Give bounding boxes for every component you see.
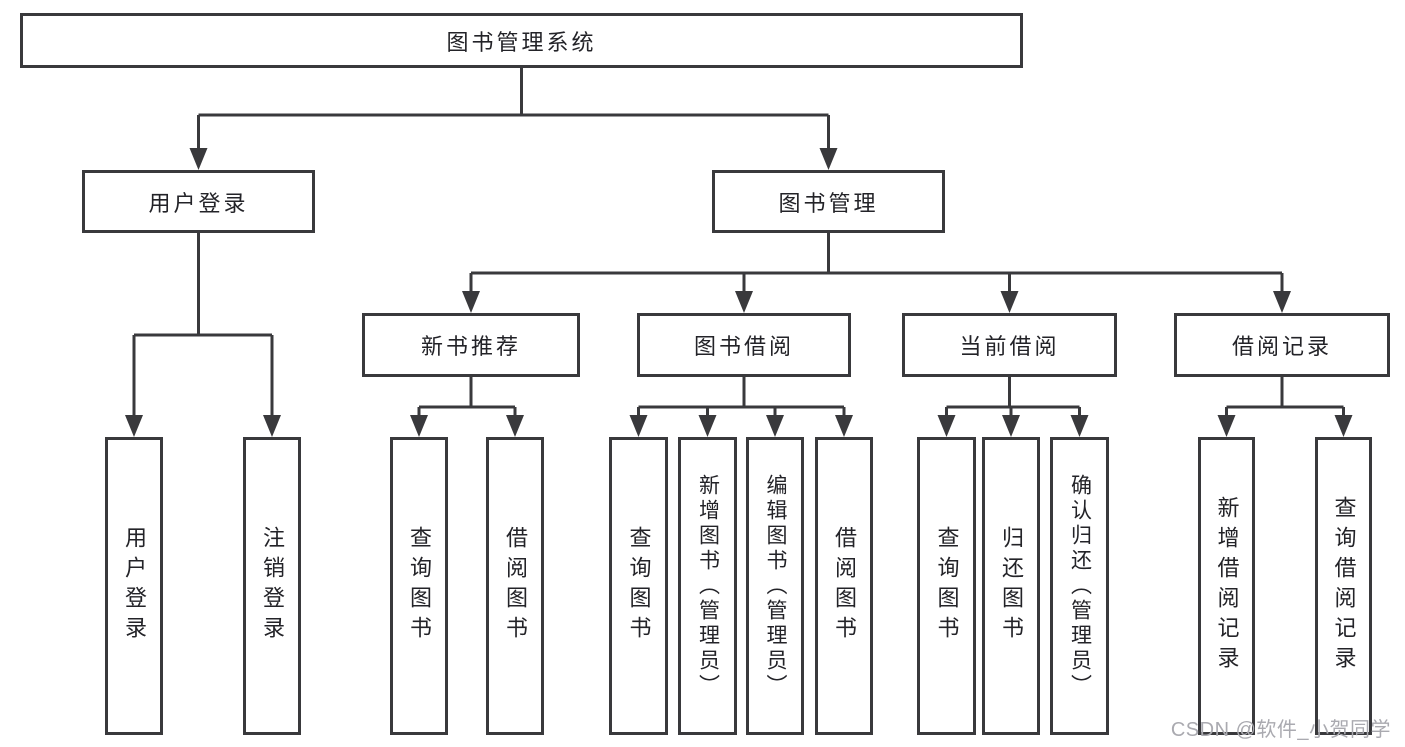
leaf-recommend-query-book: 查询图书 xyxy=(390,437,448,735)
connector-lines xyxy=(132,68,1345,420)
csdn-watermark: CSDN @软件_小贺同学 xyxy=(1170,719,1391,741)
leaf-query-borrow-record: 查询借阅记录 xyxy=(1315,437,1372,735)
leaf-confirm-return-admin: 确认归还（管理员） xyxy=(1050,437,1109,735)
node-borrow-records: 借阅记录 xyxy=(1174,313,1390,377)
leaf-borrow-query-book: 查询图书 xyxy=(609,437,668,735)
leaf-user-login: 用户登录 xyxy=(105,437,163,735)
leaf-return-book: 归还图书 xyxy=(982,437,1040,735)
leaf-add-borrow-record: 新增借阅记录 xyxy=(1198,437,1255,735)
arrowhead-icons xyxy=(125,148,1353,437)
node-new-book-recommend: 新书推荐 xyxy=(362,313,580,377)
node-root-system: 图书管理系统 xyxy=(20,13,1023,68)
leaf-edit-book-admin: 编辑图书（管理员） xyxy=(746,437,804,735)
leaf-borrow-borrow-book: 借阅图书 xyxy=(815,437,873,735)
leaf-recommend-borrow-book: 借阅图书 xyxy=(486,437,544,735)
node-book-borrow: 图书借阅 xyxy=(637,313,851,377)
node-current-borrow: 当前借阅 xyxy=(902,313,1117,377)
leaf-logout: 注销登录 xyxy=(243,437,301,735)
node-book-management: 图书管理 xyxy=(712,170,945,233)
leaf-add-book-admin: 新增图书（管理员） xyxy=(678,437,737,735)
node-user-login: 用户登录 xyxy=(82,170,315,233)
leaf-current-query-book: 查询图书 xyxy=(917,437,976,735)
